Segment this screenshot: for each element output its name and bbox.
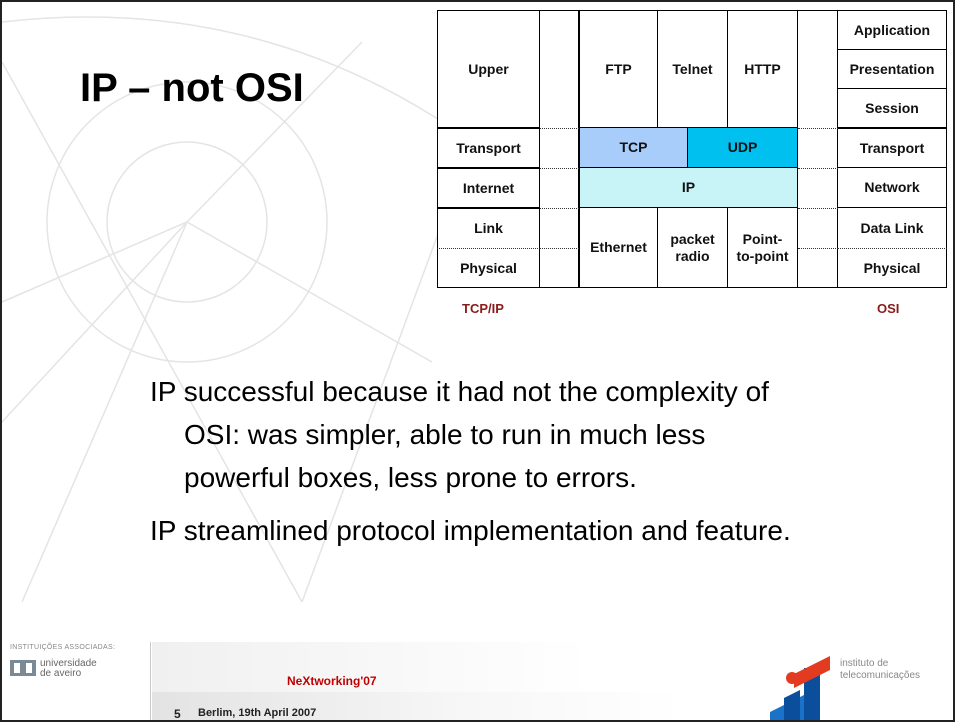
osi-layer-session: Session [838, 89, 947, 128]
protocol-telnet: Telnet [658, 10, 728, 128]
divider-left-1 [540, 128, 579, 129]
it-logo-icon [770, 656, 830, 720]
protocol-point-to-point: Point- to-point [728, 208, 798, 288]
slide-title: IP – not OSI [80, 66, 304, 110]
conference-name: NeXtworking'07 [287, 674, 377, 688]
ptp-line-2: to-point [736, 247, 789, 264]
bullet-1-line-2: OSI: was simpler, able to run in much le… [184, 419, 706, 450]
divider-left-2 [540, 168, 579, 169]
institute-name-line-2: telecomunicações [840, 670, 921, 681]
divider-right-3 [798, 208, 838, 209]
divider-right-4 [798, 248, 838, 249]
footer-band [152, 692, 682, 720]
protocol-udp: UDP [688, 128, 798, 168]
tcpip-layer-transport: Transport [437, 128, 540, 168]
footer-divider [150, 642, 151, 720]
protocol-ftp: FTP [579, 10, 658, 128]
tcpip-layer-physical: Physical [437, 248, 540, 288]
osi-layer-presentation: Presentation [838, 50, 947, 89]
bullet-1-line-1: IP successful because it had not the com… [150, 376, 769, 407]
divider-right-2 [798, 168, 838, 169]
osi-layer-network: Network [838, 168, 947, 208]
ptp-line-1: Point- [742, 230, 783, 247]
university-emblem-icon [10, 660, 36, 676]
tcpip-layer-internet: Internet [437, 168, 540, 208]
university-logo: universidade de aveiro [10, 656, 160, 680]
university-name-line-1: universidade [40, 658, 97, 669]
divider-right-1 [798, 128, 838, 129]
protocol-tcp: TCP [579, 128, 688, 168]
osi-layer-transport: Transport [838, 128, 947, 168]
osi-caption: OSI [877, 301, 900, 316]
presentation-date: Berlim, 19th April 2007 [198, 707, 317, 719]
protocol-ethernet: Ethernet [579, 208, 658, 288]
footer-band-upper [152, 642, 592, 692]
protocol-http: HTTP [728, 10, 798, 128]
packet-radio-line-1: packet [670, 230, 715, 247]
tcpip-caption: TCP/IP [462, 301, 504, 316]
university-name-line-2: de aveiro [40, 668, 82, 679]
packet-radio-line-2: radio [675, 247, 710, 264]
associated-institutions-label: INSTITUIÇÕES ASSOCIADAS: [10, 644, 116, 651]
slide-number: 5 [174, 707, 181, 721]
tcpip-layer-upper: Upper [437, 10, 540, 128]
osi-layer-data-link: Data Link [838, 208, 947, 248]
institute-name-line-1: instituto de [840, 658, 889, 669]
bullet-2: IP streamlined protocol implementation a… [150, 515, 791, 546]
watermark-graphic [2, 16, 473, 602]
protocol-packet-radio: packet radio [658, 208, 728, 288]
spacer-right [798, 10, 838, 288]
osi-layer-physical: Physical [838, 248, 947, 288]
tcpip-layer-link: Link [437, 208, 540, 248]
divider-left-3 [540, 208, 579, 209]
protocol-ip: IP [579, 168, 798, 208]
bullet-1-line-3: powerful boxes, less prone to errors. [184, 462, 637, 493]
spacer-left [540, 10, 579, 288]
divider-left-4 [540, 248, 579, 249]
osi-layer-application: Application [838, 10, 947, 50]
